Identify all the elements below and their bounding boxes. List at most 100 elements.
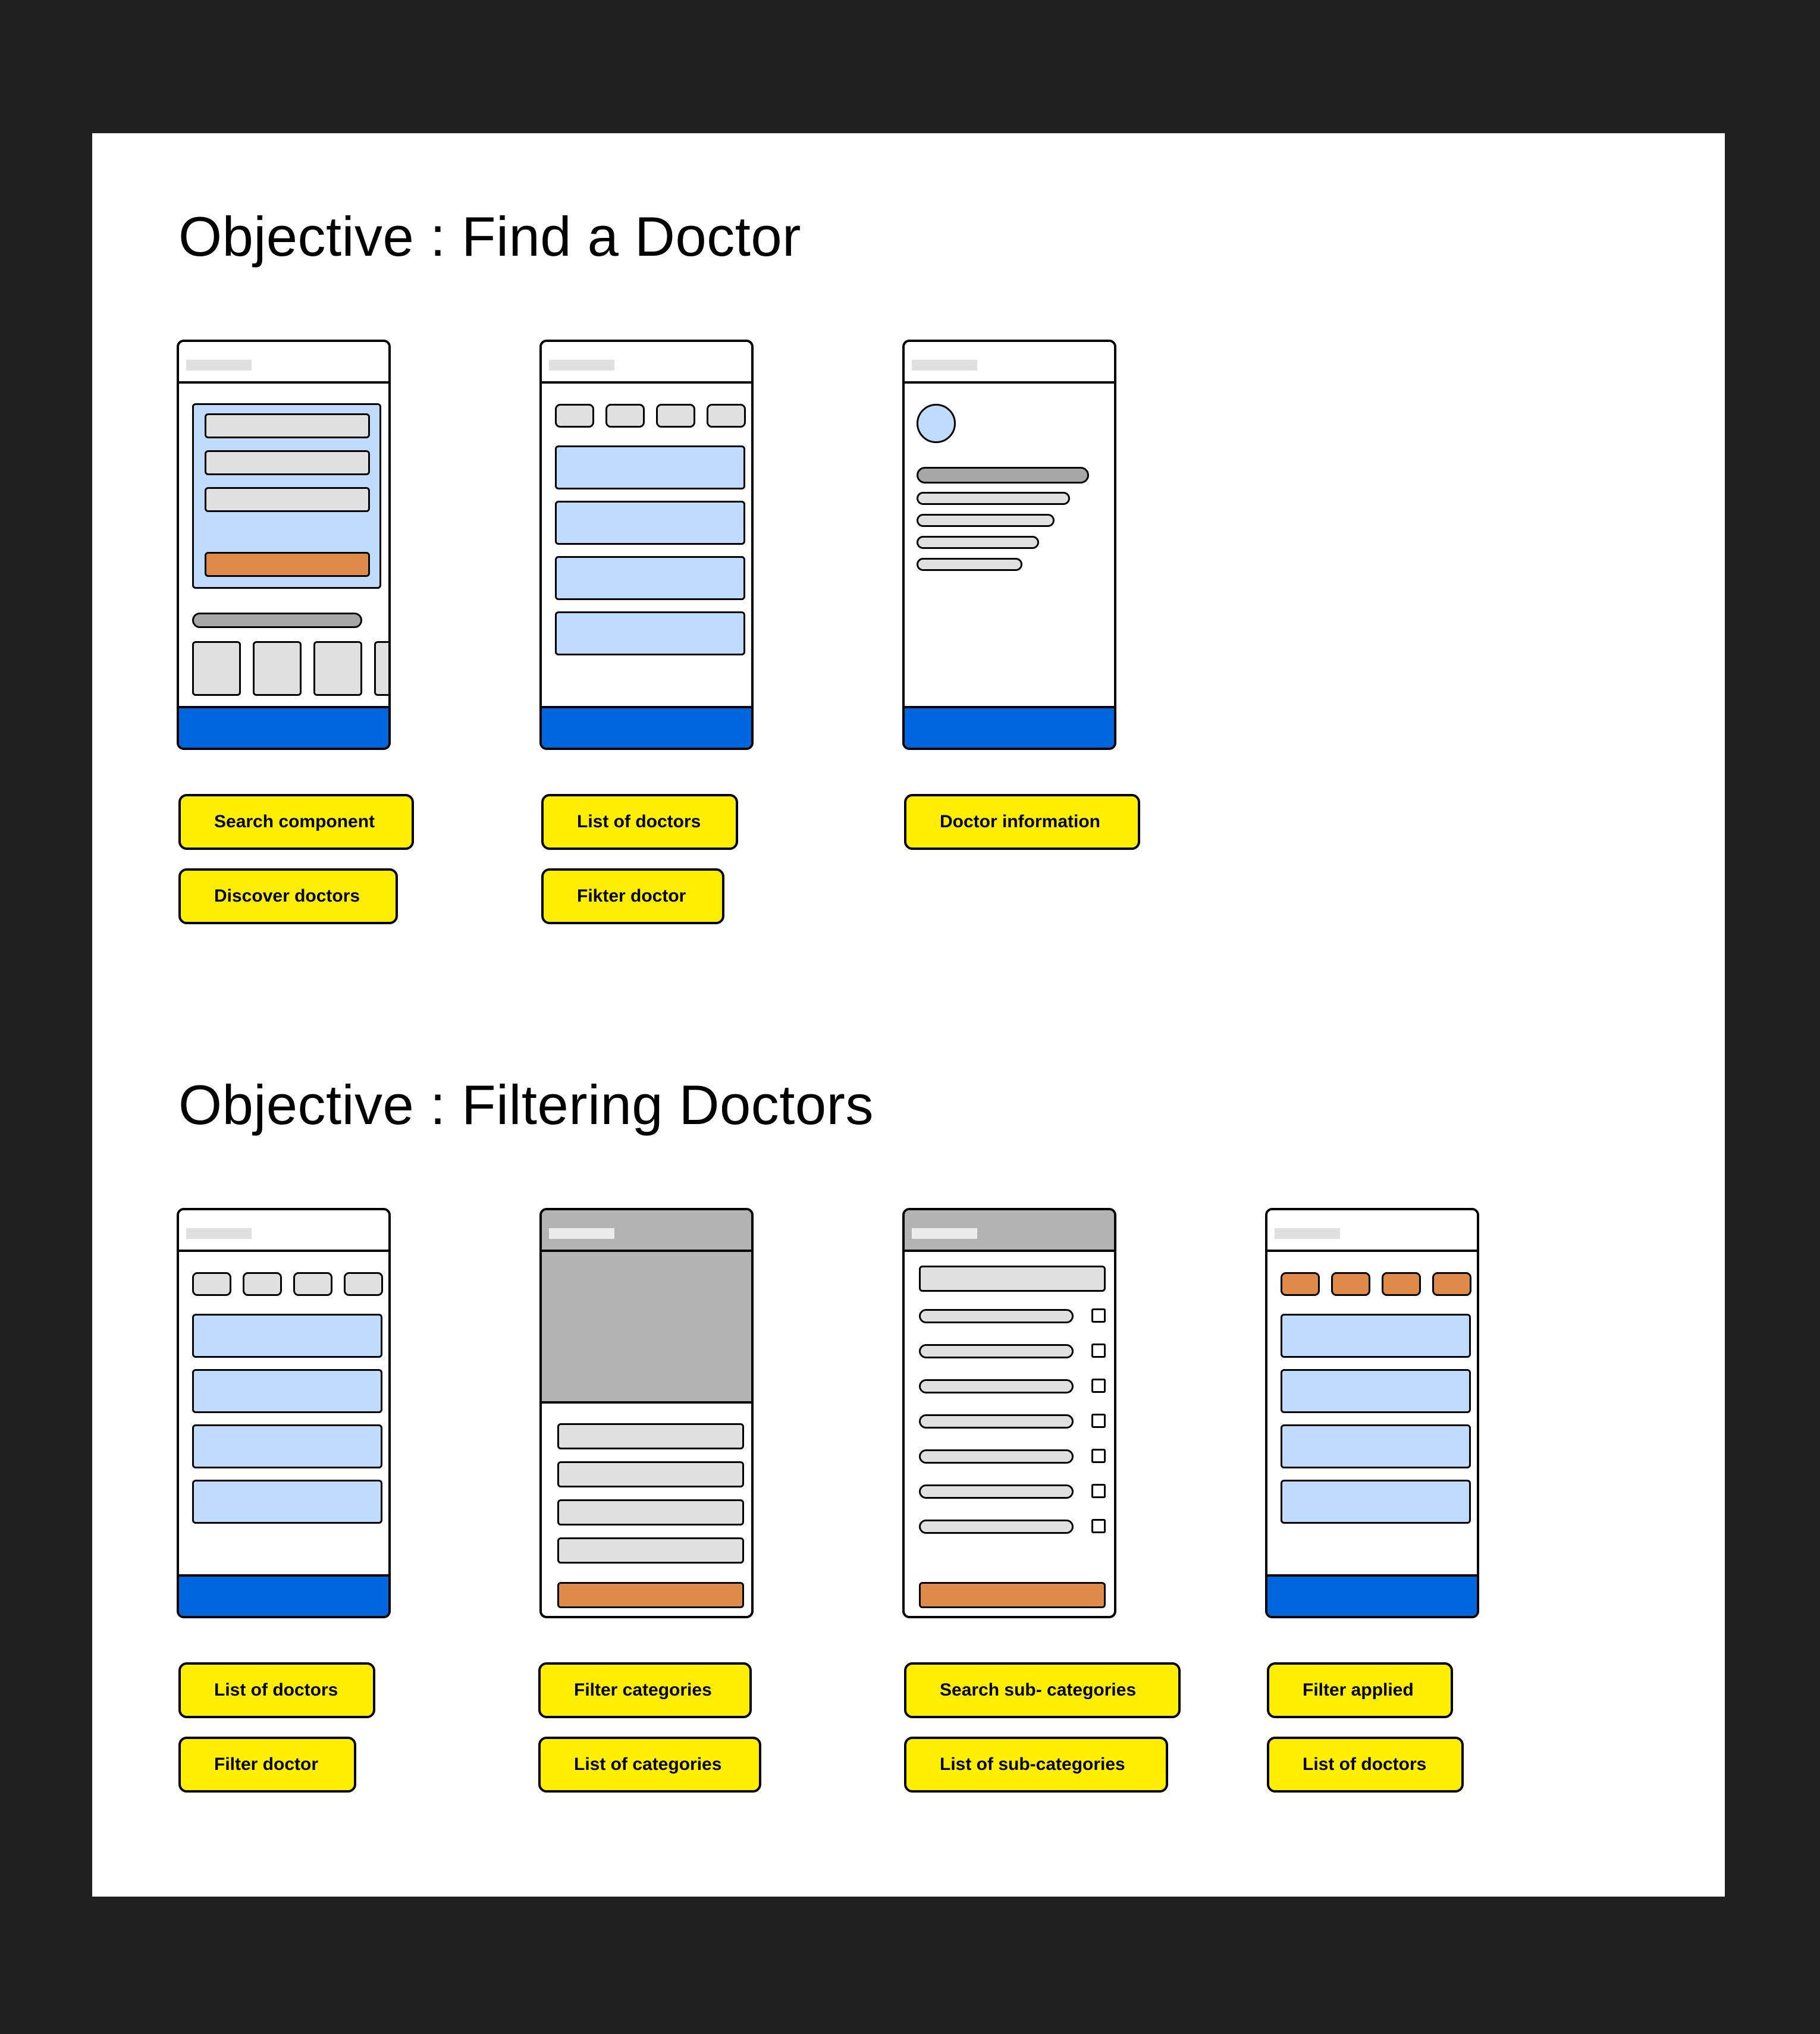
search-field[interactable] [205,413,370,438]
bottom-nav-bar[interactable] [179,706,388,748]
bottom-nav-bar[interactable] [905,706,1114,748]
filter-chip[interactable] [656,404,695,428]
apply-button[interactable] [919,1582,1106,1608]
category-item[interactable] [557,1423,744,1449]
doctor-card[interactable] [555,501,745,545]
checkbox[interactable] [1091,1519,1106,1533]
section-title-filtering-doctors: Objective : Filtering Doctors [178,1074,874,1136]
app-header [179,342,388,384]
checkbox[interactable] [1091,1484,1106,1498]
active-filter-chip[interactable] [1281,1272,1320,1296]
checkbox[interactable] [1091,1414,1106,1428]
filter-chip[interactable] [192,1272,231,1296]
info-line-placeholder [917,514,1055,527]
wireframe-filter-applied-screen [1265,1208,1479,1618]
active-filter-chip[interactable] [1432,1272,1471,1296]
sub-category-item [919,1520,1074,1534]
active-filter-chip[interactable] [1382,1272,1421,1296]
doctor-thumbnail[interactable] [374,641,388,696]
doctor-thumbnail[interactable] [192,641,241,696]
sub-category-item [919,1414,1074,1429]
doctor-thumbnail[interactable] [313,641,362,696]
section-title-find-doctor: Objective : Find a Doctor [178,205,801,268]
info-line-placeholder [917,558,1022,571]
app-header [1267,1210,1477,1252]
label-filter-applied: Filter applied [1267,1662,1453,1718]
wireframe-board: Objective : Find a Doctor [92,133,1725,1897]
search-field[interactable] [205,487,370,512]
checkbox[interactable] [1091,1344,1106,1358]
header-title-placeholder [186,1228,252,1239]
label-filter-categories: Filter categories [538,1662,752,1718]
sub-category-item [919,1379,1074,1393]
header-title-placeholder [549,360,614,371]
app-header [542,1210,751,1252]
info-line-placeholder [917,536,1039,549]
doctor-card[interactable] [555,556,745,600]
search-button[interactable] [205,552,370,577]
app-header [905,1210,1114,1252]
apply-button[interactable] [557,1582,744,1608]
checkbox[interactable] [1091,1379,1106,1393]
label-discover-doctors: Discover doctors [178,868,398,924]
label-filter-doctor: Filter doctor [178,1737,356,1793]
bottom-nav-bar[interactable] [179,1574,388,1616]
doctor-card[interactable] [1281,1314,1471,1358]
wireframe-doctor-profile-screen [902,340,1116,750]
info-line-placeholder [917,492,1070,505]
doctor-card[interactable] [192,1369,382,1413]
doctor-card[interactable] [1281,1369,1471,1413]
bottom-nav-bar[interactable] [542,706,751,748]
sub-category-item [919,1449,1074,1464]
doctor-thumbnail[interactable] [253,641,302,696]
filter-chip[interactable] [243,1272,282,1296]
dimmed-overlay [542,1252,751,1404]
header-title-placeholder [1275,1228,1340,1239]
doctor-card[interactable] [192,1480,382,1524]
header-title-placeholder [912,1228,977,1239]
filter-chip[interactable] [293,1272,332,1296]
doctor-card[interactable] [555,445,745,489]
header-title-placeholder [186,360,252,371]
doctor-card[interactable] [192,1424,382,1468]
sub-category-item [919,1484,1074,1499]
filter-chip[interactable] [344,1272,383,1296]
filter-chip[interactable] [605,404,645,428]
label-list-of-doctors: List of doctors [541,794,738,850]
label-doctor-information: Doctor information [904,794,1140,850]
header-title-placeholder [912,360,977,371]
app-header [542,342,751,384]
label-list-of-sub-categories: List of sub-categories [904,1737,1168,1793]
active-filter-chip[interactable] [1331,1272,1370,1296]
category-item[interactable] [557,1537,744,1564]
doctor-card[interactable] [555,611,745,655]
checkbox[interactable] [1091,1308,1106,1323]
doctor-card[interactable] [192,1314,382,1358]
sub-category-item [919,1309,1074,1323]
sub-category-search-input[interactable] [919,1266,1106,1292]
header-title-placeholder [549,1228,614,1239]
label-list-of-categories: List of categories [538,1737,761,1793]
checkbox[interactable] [1091,1449,1106,1463]
filter-chip[interactable] [555,404,594,428]
bottom-nav-bar[interactable] [1267,1574,1477,1616]
doctor-name-placeholder [917,467,1089,484]
section-heading-placeholder [192,613,362,628]
search-field[interactable] [205,450,370,475]
wireframe-filter-categories-screen [539,1208,754,1618]
wireframe-doctor-list-screen [539,340,754,750]
label-search-component: Search component [178,794,414,850]
wireframe-sub-categories-screen [902,1208,1116,1618]
wireframe-doctor-list-screen [177,1208,391,1618]
search-component-card [192,403,381,589]
app-header [179,1210,388,1252]
sub-category-item [919,1344,1074,1358]
app-header [905,342,1114,384]
category-item[interactable] [557,1461,744,1487]
filter-chip[interactable] [707,404,746,428]
doctor-avatar [917,404,956,443]
doctor-card[interactable] [1281,1480,1471,1524]
wireframe-search-screen [177,340,391,750]
doctor-card[interactable] [1281,1424,1471,1468]
category-item[interactable] [557,1499,744,1526]
